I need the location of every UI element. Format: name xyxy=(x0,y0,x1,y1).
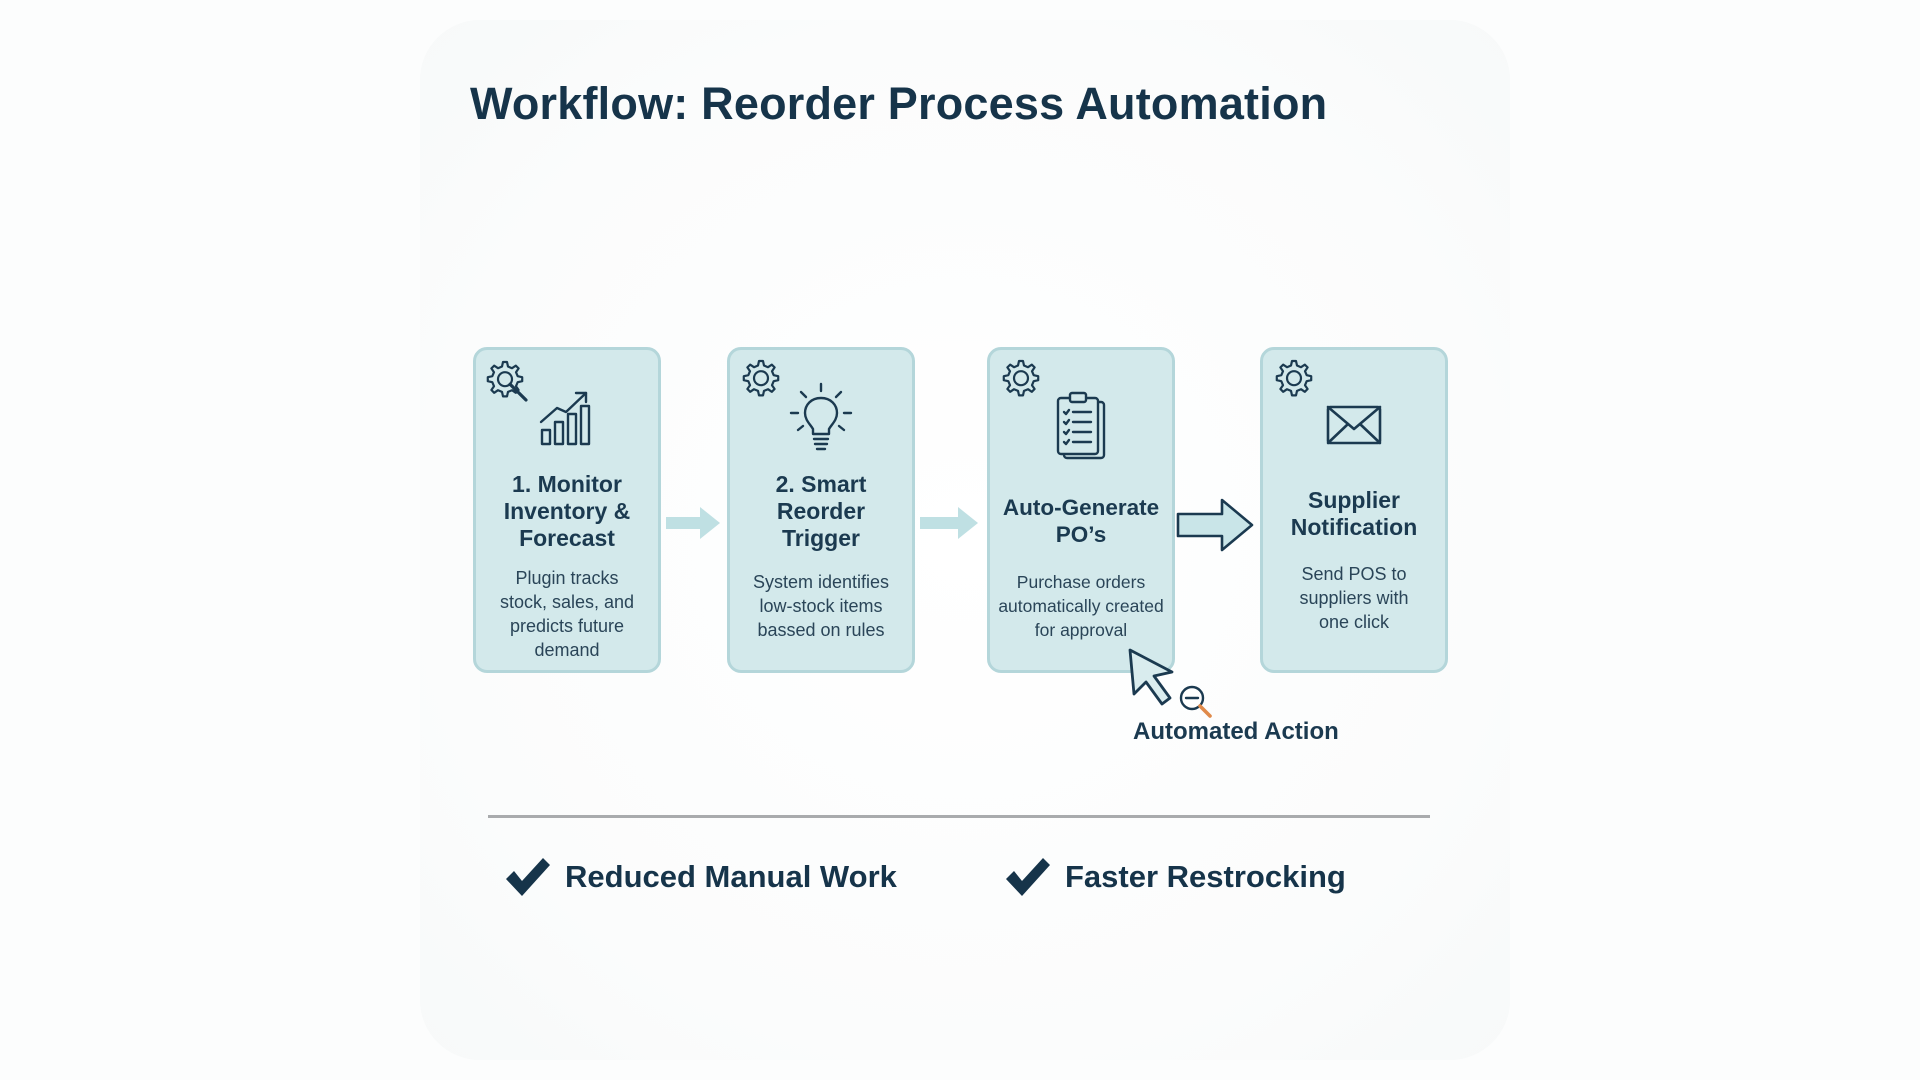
gear-icon xyxy=(1275,359,1313,397)
growth-chart-icon xyxy=(539,391,591,446)
benefit-item: Reduced Manual Work xyxy=(503,852,897,902)
automated-action-label: Automated Action xyxy=(1133,718,1339,745)
step-card-generate-po: Auto-Generate PO’s Purchase orders autom… xyxy=(987,347,1175,673)
cursor-arrow-icon xyxy=(1128,648,1174,706)
divider xyxy=(488,815,1430,818)
step-description: Send POS to suppliers with one click xyxy=(1299,564,1409,632)
checkmark-icon xyxy=(506,858,550,896)
step-title: Auto-Generate PO’s xyxy=(1002,495,1160,547)
step-card-monitor: 1. Monitor Inventory & Forecast Plugin t… xyxy=(473,347,661,673)
lightbulb-icon xyxy=(789,382,853,451)
step-title: 2. Smart Reorder Trigger xyxy=(775,471,867,551)
flow-arrow-icon xyxy=(920,507,978,539)
page-title: Workflow: Reorder Process Automation xyxy=(470,78,1328,129)
benefit-item: Faster Restrocking xyxy=(1003,852,1346,902)
step-card-supplier-notification: Supplier Notification Send POS to suppli… xyxy=(1260,347,1448,673)
gear-icon xyxy=(1002,359,1040,397)
step-title: Supplier Notification xyxy=(1290,487,1418,540)
benefit-label: Faster Restrocking xyxy=(1065,859,1346,894)
clipboard-checklist-icon xyxy=(1056,391,1106,460)
flow-arrow-bold-icon xyxy=(1176,498,1254,552)
gear-icon xyxy=(742,359,780,397)
benefit-label: Reduced Manual Work xyxy=(565,859,897,894)
magnifier-icon xyxy=(1179,685,1212,718)
envelope-icon xyxy=(1326,405,1382,445)
step-description: Purchase orders automatically created fo… xyxy=(998,572,1164,640)
step-description: System identifies low-stock items bassed… xyxy=(752,572,890,640)
step-title: 1. Monitor Inventory & Forecast xyxy=(503,471,631,551)
step-description: Plugin tracks stock, sales, and predicts… xyxy=(499,568,635,660)
checkmark-icon xyxy=(1006,858,1050,896)
gear-search-icon xyxy=(486,360,528,402)
flow-arrow-icon xyxy=(666,507,720,539)
step-card-trigger: 2. Smart Reorder Trigger System identifi… xyxy=(727,347,915,673)
